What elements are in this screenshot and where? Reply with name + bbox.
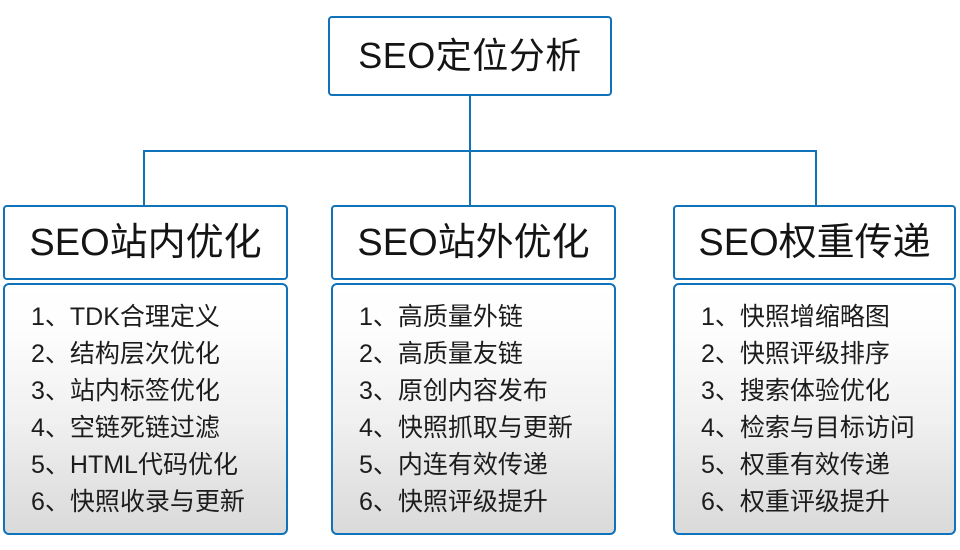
list-item[interactable]: 5、内连有效传递 (359, 451, 548, 479)
branch-list-on-site: 1、TDK合理定义 2、结构层次优化 3、站内标签优化 4、空链死链过滤 5、H… (3, 283, 288, 535)
connector-drop-branch-2 (469, 150, 471, 206)
list-item[interactable]: 4、检索与目标访问 (701, 414, 915, 442)
list-item[interactable]: 4、空链死链过滤 (31, 414, 220, 442)
list-item[interactable]: 5、权重有效传递 (701, 451, 890, 479)
list-item[interactable]: 3、站内标签优化 (31, 377, 220, 405)
branch-header-on-site[interactable]: SEO站内优化 (3, 205, 288, 280)
branch-column-on-site: SEO站内优化 1、TDK合理定义 2、结构层次优化 3、站内标签优化 4、空链… (3, 205, 288, 535)
branch-item-list: 1、高质量外链 2、高质量友链 3、原创内容发布 4、快照抓取与更新 5、内连有… (333, 299, 614, 521)
branch-header-label: SEO站外优化 (357, 221, 590, 264)
list-item[interactable]: 1、TDK合理定义 (31, 303, 220, 331)
connector-drop-branch-1 (143, 150, 145, 206)
list-item[interactable]: 2、高质量友链 (359, 340, 523, 368)
connector-trunk-vertical (469, 96, 471, 151)
branch-item-list: 1、快照增缩略图 2、快照评级排序 3、搜索体验优化 4、检索与目标访问 5、权… (675, 299, 954, 521)
connector-drop-branch-3 (815, 150, 817, 206)
branch-header-weight-transfer[interactable]: SEO权重传递 (673, 205, 956, 280)
branch-header-label: SEO权重传递 (698, 221, 931, 264)
list-item[interactable]: 1、高质量外链 (359, 303, 523, 331)
branch-header-label: SEO站内优化 (29, 221, 262, 264)
list-item[interactable]: 6、快照评级提升 (359, 488, 548, 516)
list-item[interactable]: 6、快照收录与更新 (31, 488, 245, 516)
root-node[interactable]: SEO定位分析 (328, 16, 612, 96)
list-item[interactable]: 1、快照增缩略图 (701, 303, 890, 331)
branch-column-off-site: SEO站外优化 1、高质量外链 2、高质量友链 3、原创内容发布 4、快照抓取与… (331, 205, 616, 535)
list-item[interactable]: 5、HTML代码优化 (31, 451, 238, 479)
list-item[interactable]: 4、快照抓取与更新 (359, 414, 573, 442)
list-item[interactable]: 2、快照评级排序 (701, 340, 890, 368)
branch-list-off-site: 1、高质量外链 2、高质量友链 3、原创内容发布 4、快照抓取与更新 5、内连有… (331, 283, 616, 535)
list-item[interactable]: 6、权重评级提升 (701, 488, 890, 516)
list-item[interactable]: 3、搜索体验优化 (701, 377, 890, 405)
list-item[interactable]: 2、结构层次优化 (31, 340, 220, 368)
connector-horizontal-bar (143, 150, 817, 152)
root-node-label: SEO定位分析 (358, 35, 582, 76)
branch-header-off-site[interactable]: SEO站外优化 (331, 205, 616, 280)
branch-list-weight-transfer: 1、快照增缩略图 2、快照评级排序 3、搜索体验优化 4、检索与目标访问 5、权… (673, 283, 956, 535)
list-item[interactable]: 3、原创内容发布 (359, 377, 548, 405)
branch-column-weight-transfer: SEO权重传递 1、快照增缩略图 2、快照评级排序 3、搜索体验优化 4、检索与… (673, 205, 956, 535)
branch-item-list: 1、TDK合理定义 2、结构层次优化 3、站内标签优化 4、空链死链过滤 5、H… (5, 299, 286, 521)
